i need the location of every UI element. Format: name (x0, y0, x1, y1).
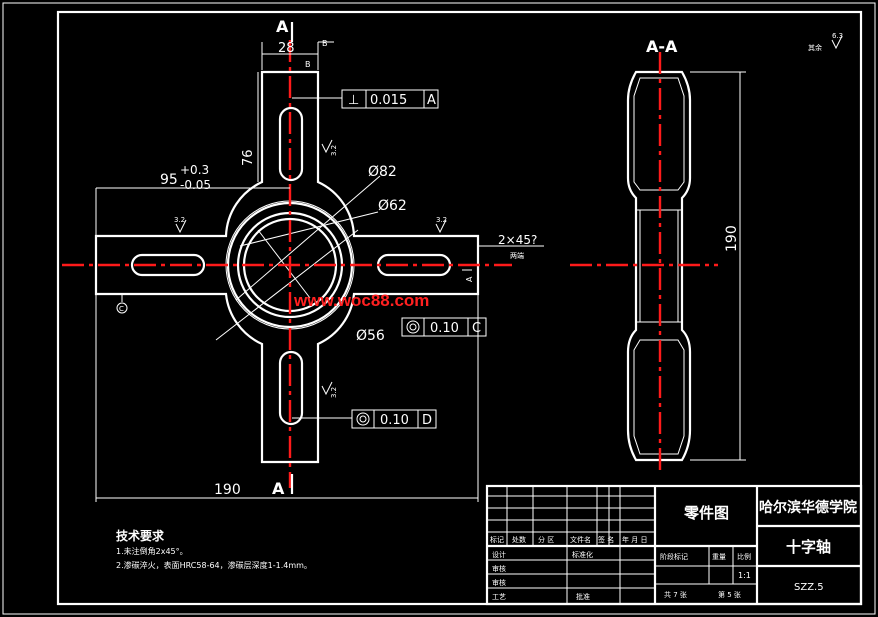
tb-drawing-type: 零件图 (683, 504, 729, 522)
front-view (62, 40, 512, 488)
fcf3-value: 0.10 (380, 413, 409, 428)
dim-95-tol-up: +0.3 (180, 163, 209, 177)
roughness-right: 3.2 (436, 216, 447, 224)
dim-d62: Ø62 (378, 198, 407, 214)
tb-row-approve: 批准 (576, 592, 590, 601)
roughness-bottom: 3.2 (330, 387, 338, 398)
leader-d56 (215, 229, 359, 341)
dim-95: 95 (160, 172, 178, 188)
watermark: www.woc88.com (293, 291, 429, 310)
fcf3-datum: D (422, 413, 432, 428)
fcf2-datum: C (472, 321, 481, 336)
datum-a-right: A (465, 276, 474, 282)
dim-d82: Ø82 (368, 164, 397, 180)
tb-hdr-sign: 签 名 (598, 535, 614, 544)
tb-row-process: 工艺 (492, 593, 506, 601)
fcf-concentricity-d (292, 409, 437, 429)
tb-school: 哈尔滨华德学院 (759, 499, 857, 516)
slot-bottom (278, 350, 304, 426)
roughness-left: 3.2 (174, 216, 185, 224)
tb-hdr-date: 年 月 日 (622, 535, 647, 544)
dim-28: 28 (278, 41, 295, 56)
fcf1-datum: A (427, 93, 436, 108)
section-label-top: A (276, 17, 289, 36)
datum-c-marker (116, 302, 128, 314)
datum-b-top: B (322, 39, 328, 48)
tb-row-check: 审核 (492, 564, 506, 573)
tb-stage-label: 阶段标记 (660, 552, 688, 561)
tb-scale-label: 比例 (737, 552, 751, 561)
tb-scale: 1:1 (738, 571, 751, 580)
title-block (485, 484, 863, 606)
tb-hdr-zone: 分 区 (538, 535, 554, 544)
leader-d82 (235, 175, 381, 301)
notes-title: 技术要求 (116, 528, 165, 543)
dim-95-tol-lo: -0.05 (180, 178, 211, 192)
tb-hdr-doc: 文件名 (570, 535, 591, 544)
dim-190h: 190 (214, 482, 241, 498)
cross-outline (94, 70, 480, 464)
section-markers (261, 22, 334, 494)
tb-sheets-total: 共 7 张 (664, 590, 687, 599)
notes-line2: 2.渗碳淬火，表面HRC58-64，渗碳层深度1-1.4mm。 (116, 560, 312, 570)
fcf2-value: 0.10 (430, 321, 459, 336)
slot-left (130, 253, 206, 277)
leader-d62 (239, 211, 379, 247)
notes-line1: 1.未注倒角2x45°。 (116, 546, 188, 556)
roughness-corner-symbol (831, 35, 843, 50)
fcf-perpendicularity (292, 89, 439, 109)
fcf1-symbol: ⊥ (348, 93, 359, 108)
tb-row-standard: 标准化 (572, 550, 593, 559)
chamfer-note: 两端 (510, 251, 524, 260)
roughness-symbols (175, 139, 447, 396)
section-view-label: A-A (646, 37, 678, 56)
fcf-concentricity-c (401, 317, 487, 337)
slot-top (278, 106, 304, 182)
fcf1-value: 0.015 (370, 93, 407, 108)
tb-sheet-no: 第 5 张 (718, 590, 741, 599)
chamfer-label: 2×45? (498, 233, 537, 247)
tb-row-design: 设计 (492, 550, 506, 559)
dim-76: 76 (241, 149, 256, 166)
tb-code: SZZ.5 (794, 582, 824, 593)
datum-b-top2: B (305, 60, 311, 69)
tb-part-name: 十字轴 (786, 538, 831, 556)
dim-190v: 190 (724, 225, 740, 252)
inner-frame (56, 10, 863, 606)
datum-c: C (119, 305, 124, 313)
roughness-corner-label: 其余 (808, 43, 822, 52)
tb-row-audit: 审核 (492, 578, 506, 587)
section-label-bottom: A (272, 479, 285, 498)
dim-d56: Ø56 (356, 328, 385, 344)
tb-hdr-mark: 标记 (490, 535, 504, 544)
tb-hdr-count: 处数 (512, 535, 526, 544)
roughness-corner-val: 6.3 (832, 32, 843, 40)
roughness-top: 3.2 (330, 145, 338, 156)
tb-weight-label: 重量 (712, 553, 726, 561)
